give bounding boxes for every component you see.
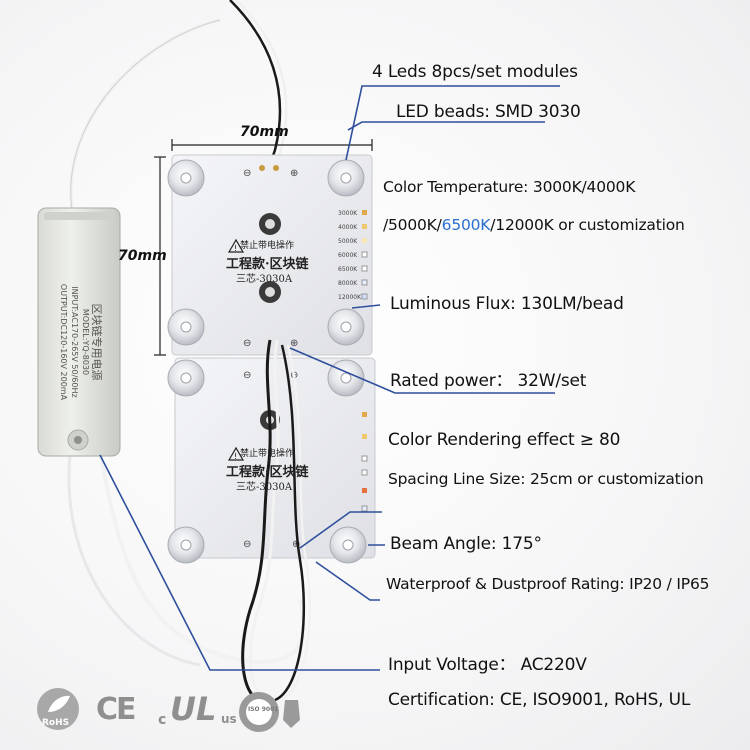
driver-label-line1: 区块链专用电源 — [90, 303, 103, 381]
ce-mark-icon: CE — [96, 692, 136, 727]
spec-color-temp-line1: Color Temperature: 3000K/4000K — [383, 178, 636, 196]
spec-certification: Certification: CE, ISO9001, RoHS, UL — [388, 690, 691, 710]
board-model-upper: 三芯-3030A — [236, 274, 293, 285]
svg-text:⊕: ⊕ — [290, 338, 298, 349]
cct-label: 5000K — [338, 238, 358, 245]
driver-label-line3: INPUT:AC170-265V 50/60Hz — [70, 286, 79, 398]
certification-logos — [37, 688, 300, 732]
board-warning-upper: 禁止带电操作 — [240, 241, 295, 251]
rohs-logo-text: RoHS — [42, 718, 70, 728]
svg-text:⊖: ⊖ — [243, 168, 251, 179]
led-driver-box — [37, 207, 121, 457]
board-brand-lower: 工程款·区块链 — [226, 465, 309, 480]
spec-rated-power: Rated power： 32W/set — [390, 371, 587, 391]
dimension-lines — [154, 139, 373, 356]
cct-swatches-lower — [361, 412, 368, 512]
board-model-lower: 三芯-3030A — [236, 482, 293, 493]
spec-input-voltage: Input Voltage： AC220V — [388, 655, 587, 675]
leader-lines — [99, 85, 560, 671]
cct-label: 12000K — [338, 294, 362, 301]
cct-label: 4000K — [338, 224, 358, 231]
spec-spacing: Spacing Line Size: 25cm or customization — [388, 470, 704, 488]
spec-beam-angle: Beam Angle: 175° — [390, 534, 542, 554]
board-warning-lower: 禁止带电操作 — [240, 449, 295, 459]
spec-modules: 4 Leds 8pcs/set modules — [372, 62, 578, 82]
cct-swatches-upper — [361, 210, 368, 300]
board-brand-upper: 工程款·区块链 — [226, 257, 309, 272]
spec-color-temp-accent: 6500K — [441, 216, 491, 234]
spec-luminous-flux: Luminous Flux: 130LM/bead — [390, 294, 624, 314]
svg-text:⊖: ⊖ — [243, 370, 251, 381]
ul-logo-mark: UL — [170, 690, 217, 728]
cct-label: 3000K — [338, 210, 358, 217]
svg-text:⊖: ⊖ — [243, 338, 251, 349]
spec-color-temp-part-b: /12000K or customization — [490, 216, 685, 234]
spec-cri: Color Rendering effect ≥ 80 — [388, 430, 621, 450]
cct-label: 6500K — [338, 266, 358, 273]
ul-logo-us: us — [221, 712, 237, 726]
warning-triangle-icon: ! ! — [227, 238, 245, 461]
spec-waterproof: Waterproof & Dustproof Rating: IP20 / IP… — [386, 575, 710, 593]
svg-text:⊖: ⊖ — [243, 539, 251, 550]
cct-label: 8000K — [338, 280, 358, 287]
width-dimension-label: 70mm — [240, 124, 289, 140]
height-dimension-label: 70mm — [118, 248, 167, 264]
spec-color-temp-line2: /5000K/6500K/12000K or customization — [383, 216, 685, 234]
svg-text:!: ! — [234, 244, 237, 253]
ul-logo-c: c — [158, 712, 167, 728]
driver-label: 区块链专用电源 MODEL:YQ-8030 INPUT:AC170-265V 5… — [58, 252, 103, 432]
driver-label-line4: OUTPUT:DC120-160V 200mA — [59, 283, 68, 401]
driver-label-line2: MODEL:YQ-8030 — [81, 308, 90, 376]
led-board-upper — [171, 154, 373, 356]
twin-wire-top — [229, 0, 282, 171]
svg-text:⊕: ⊕ — [292, 539, 300, 550]
led-lenses-upper — [167, 159, 365, 346]
svg-text:⊕: ⊕ — [290, 168, 298, 179]
spec-beads: LED beads: SMD 3030 — [396, 102, 581, 122]
cct-label-list-upper: 3000K 4000K 5000K 6000K 6500K 8000K 1200… — [338, 207, 361, 305]
cct-label: 6000K — [338, 252, 358, 259]
iso-logo-text: ISO 9001 — [248, 706, 279, 713]
svg-text:!: ! — [234, 452, 237, 461]
spec-color-temp-part-a: /5000K/ — [383, 216, 442, 234]
